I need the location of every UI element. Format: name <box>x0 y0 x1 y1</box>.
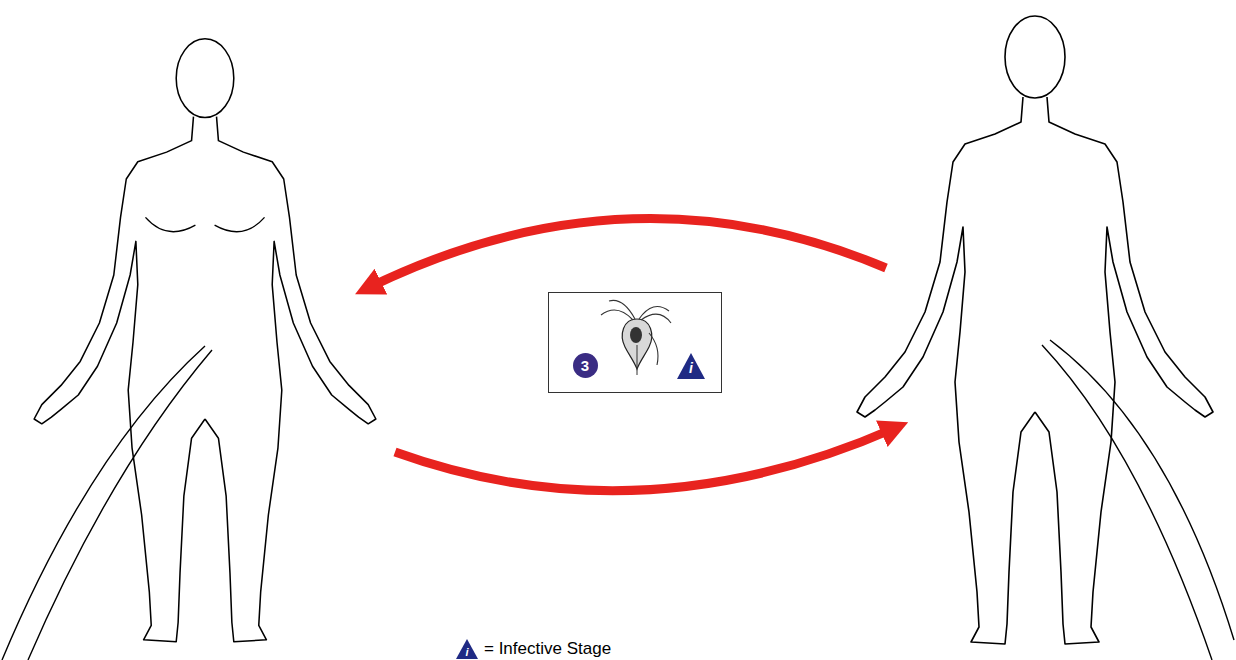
legend-text: = Infective Stage <box>484 640 611 657</box>
stage-box: 3i <box>548 292 722 393</box>
infective-stage-mark: i <box>465 647 468 658</box>
trophozoite-drawing <box>549 293 720 391</box>
transmission-arrow <box>368 219 886 288</box>
transmission-arrow <box>395 428 895 491</box>
female-figure <box>34 39 376 642</box>
leader-line <box>2 346 212 660</box>
male-figure <box>857 16 1213 644</box>
leader-line <box>1042 340 1234 660</box>
callout-number: 3 <box>573 353 598 378</box>
infective-stage-mark: i <box>689 361 693 375</box>
infective-triangle <box>456 639 478 659</box>
